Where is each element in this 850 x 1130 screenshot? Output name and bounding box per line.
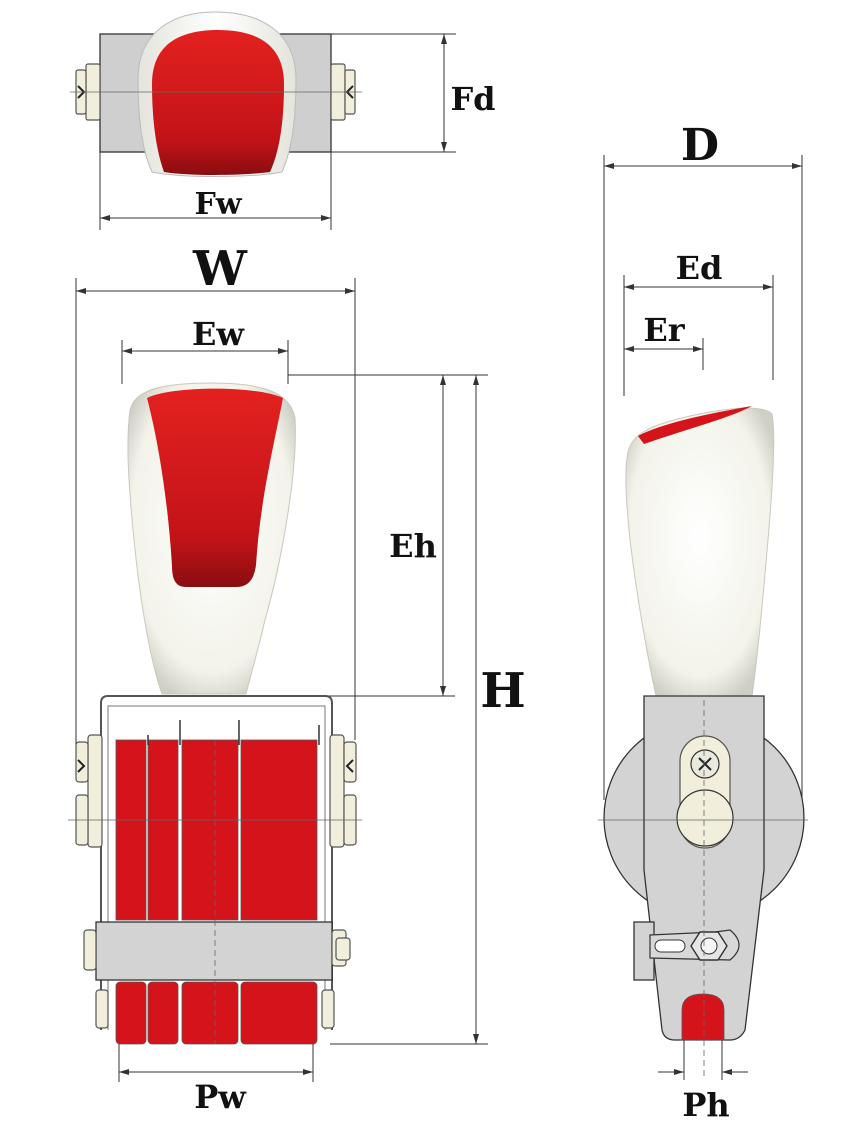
top-handle-red-cap xyxy=(152,30,284,175)
dimension-er: Er xyxy=(624,311,704,370)
dimension-fd: Fd xyxy=(331,33,496,153)
side-lever xyxy=(633,921,740,981)
dimension-ed: Ed xyxy=(623,249,774,396)
dimension-ph: Ph xyxy=(658,1040,748,1124)
dimension-pw: Pw xyxy=(118,1044,314,1116)
front-clamp-bar xyxy=(83,921,351,981)
dimension-ew: Ew xyxy=(121,315,289,384)
label-er: Er xyxy=(643,311,685,349)
label-h: H xyxy=(480,663,525,719)
label-fd: Fd xyxy=(450,80,495,118)
dimension-h: H xyxy=(330,375,526,1045)
label-ed: Ed xyxy=(676,249,723,287)
front-body xyxy=(68,695,362,1045)
dimension-fw: Fw xyxy=(99,152,332,230)
label-fw: Fw xyxy=(194,187,242,222)
label-d: D xyxy=(681,120,719,171)
label-ew: Ew xyxy=(192,315,245,353)
dimension-d: D xyxy=(603,120,803,800)
label-pw: Pw xyxy=(194,1078,247,1116)
label-eh: Eh xyxy=(389,527,437,565)
dimension-w: W xyxy=(75,241,356,760)
front-handle-red-insert xyxy=(147,388,283,587)
front-left-knob xyxy=(75,734,103,848)
side-axle xyxy=(676,789,734,847)
side-body xyxy=(598,695,808,1080)
front-bands-lower xyxy=(95,981,335,1045)
front-handle xyxy=(127,382,296,695)
front-frame-bracket xyxy=(100,695,333,1030)
dimension-eh: Eh xyxy=(288,374,488,697)
side-red-type xyxy=(681,993,725,1041)
front-bands-upper xyxy=(115,720,320,921)
side-handle xyxy=(625,406,775,697)
top-view xyxy=(70,11,362,177)
front-right-knob xyxy=(329,734,357,848)
label-w: W xyxy=(192,241,248,297)
label-ph: Ph xyxy=(682,1086,729,1124)
